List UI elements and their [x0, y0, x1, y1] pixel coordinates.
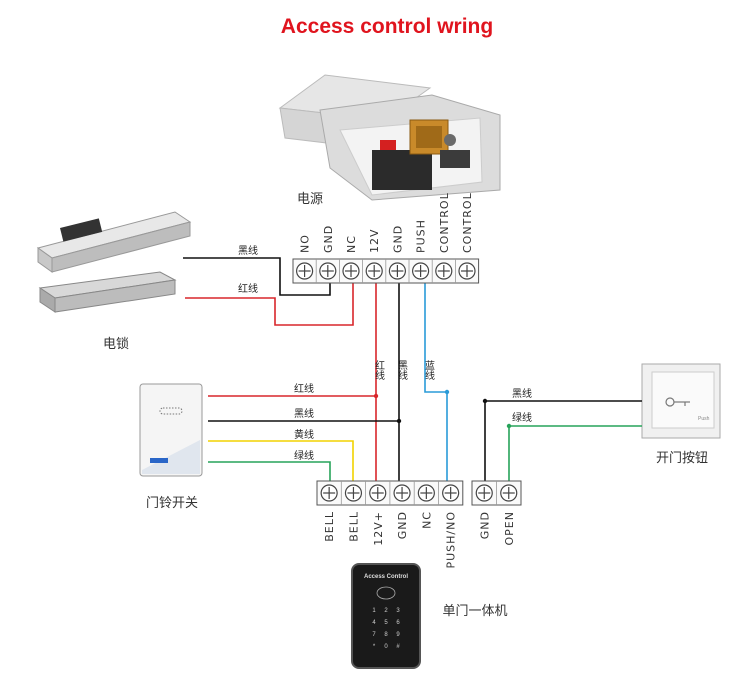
svg-text:红线: 红线 [373, 359, 385, 380]
lock-black-wire [183, 257, 331, 296]
svg-text:8: 8 [384, 632, 388, 638]
svg-text:黑线: 黑线 [396, 360, 408, 380]
main-terminal-label-2: 12V+ [372, 511, 385, 546]
controller-terminal-block-exit: GND OPEN [471, 480, 522, 545]
main-terminal-label-4: NC [420, 511, 433, 529]
top-terminal-label-0: NO [299, 234, 312, 253]
exit-terminal-label-0: GND [478, 511, 491, 539]
svg-text:2: 2 [384, 608, 388, 614]
power-supply-label: 电源 [297, 192, 323, 207]
power-supply-terminal-block: NO GND NC 12V GND PUSH CONTROL CONTROL [292, 192, 480, 284]
svg-text:0: 0 [384, 644, 388, 650]
bell-black-wire-label: 黑线 [294, 407, 314, 420]
top-terminal-label-3: 12V [368, 228, 381, 253]
power-supply-image [278, 74, 501, 201]
lock-red-wire [185, 270, 354, 326]
main-terminal-label-0: BELL [323, 511, 336, 542]
controller-terminal-block-main: BELL BELL 12V+ GND NC PUSH/NO [316, 480, 464, 569]
exit-plate-text: Push [698, 416, 710, 422]
access-control-reader-image: Access Control 1 2 3 4 5 6 7 8 9 * 0 # [351, 563, 421, 669]
vertical-black-wire-label: 黑线 [396, 360, 408, 380]
svg-text:蓝线: 蓝线 [423, 360, 435, 380]
diagram-title: Access control wring [281, 15, 493, 38]
electric-lock-label: 电锁 [103, 336, 129, 352]
main-terminal-label-5: PUSH/NO [445, 511, 458, 569]
top-terminal-label-7: CONTROL [461, 192, 474, 253]
electric-lock-image [36, 211, 192, 313]
svg-text:1: 1 [372, 608, 376, 614]
controller-label: 单门一体机 [442, 604, 507, 619]
svg-text:6: 6 [396, 620, 400, 626]
vertical-red-wire-label: 红线 [373, 359, 385, 380]
top-terminal-label-6: CONTROL [438, 192, 451, 253]
exit-button-image: Push [641, 363, 721, 439]
svg-text:*: * [373, 644, 376, 650]
button-black-wire-label: 黑线 [512, 387, 532, 400]
bell-yellow-wire [208, 440, 354, 490]
vertical-blue-wire-label: 蓝线 [423, 360, 435, 380]
svg-text:7: 7 [372, 632, 376, 638]
exit-terminal-label-1: OPEN [503, 511, 516, 545]
main-terminal-label-3: GND [396, 511, 409, 539]
lock-black-wire-label: 黑线 [238, 244, 258, 257]
top-terminal-label-2: NC [345, 235, 358, 253]
svg-text:#: # [396, 644, 400, 650]
top-terminal-label-1: GND [322, 225, 335, 253]
lock-red-wire-label: 红线 [238, 282, 258, 295]
button-green-wire [508, 425, 642, 490]
doorbell-label: 门铃开关 [146, 496, 198, 511]
bell-yellow-wire-label: 黄线 [294, 428, 314, 441]
main-terminal-label-1: BELL [347, 511, 360, 542]
svg-text:5: 5 [384, 620, 388, 626]
top-terminal-label-5: PUSH [415, 219, 428, 253]
bell-green-wire [208, 461, 331, 490]
svg-text:9: 9 [396, 632, 400, 638]
bell-green-wire-label: 绿线 [294, 449, 314, 462]
bell-red-wire-label: 红线 [294, 382, 314, 395]
svg-text:3: 3 [396, 608, 400, 614]
doorbell-image [139, 383, 203, 477]
top-terminal-label-4: GND [391, 225, 404, 253]
reader-brand-text: Access Control [364, 574, 408, 580]
svg-text:4: 4 [372, 620, 376, 626]
vertical-blue-wire [424, 270, 448, 490]
exit-button-label: 开门按钮 [656, 451, 708, 466]
button-green-wire-label: 绿线 [512, 411, 532, 424]
